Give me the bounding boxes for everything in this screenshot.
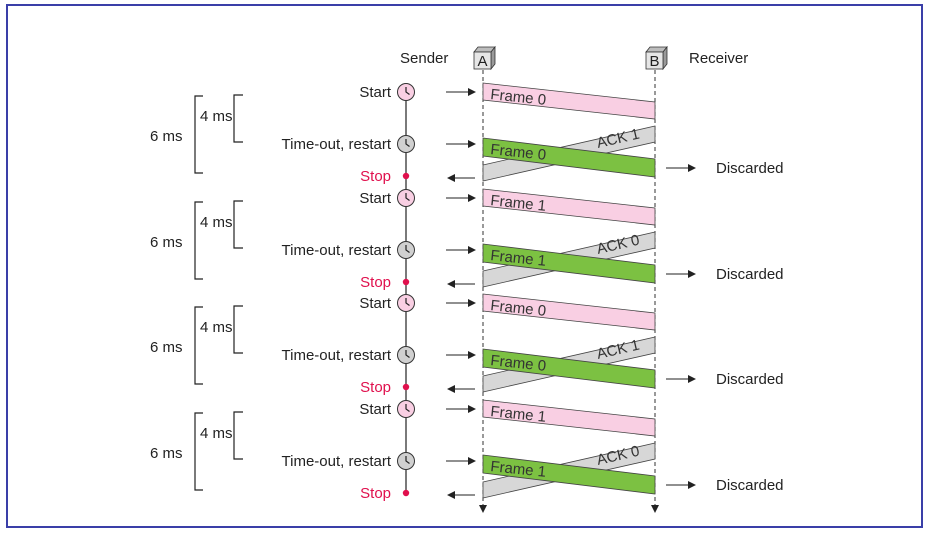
- frame-original-label: Frame 1: [490, 192, 547, 215]
- inner-bracket: [233, 200, 243, 249]
- stop-dot: [402, 172, 410, 180]
- stop-label: Stop: [360, 168, 391, 185]
- inner-interval-label: 4 ms: [200, 319, 233, 336]
- start-label: Start: [359, 295, 392, 312]
- frame-resent-band: [482, 243, 656, 284]
- frame-original-band: [482, 293, 656, 331]
- outer-interval-label: 6 ms: [150, 339, 183, 356]
- station-a-label: A: [477, 53, 487, 70]
- inner-bracket: [233, 305, 243, 354]
- frame-resent-label: Frame 0: [490, 141, 547, 164]
- discarded-label: Discarded: [716, 160, 784, 177]
- sender-label: Sender: [400, 50, 448, 67]
- frame-original-label: Frame 0: [490, 297, 547, 320]
- stop-dot: [402, 278, 410, 286]
- start-clock-icon-hands: [405, 87, 410, 95]
- frame-resent-label: Frame 0: [490, 352, 547, 375]
- inner-bracket: [233, 411, 243, 460]
- discarded-label: Discarded: [716, 371, 784, 388]
- stop-label: Stop: [360, 485, 391, 502]
- discarded-label: Discarded: [716, 477, 784, 494]
- outer-bracket: [194, 306, 203, 385]
- station-b-box: B: [645, 45, 668, 71]
- frame-resent-band: [482, 137, 656, 178]
- frame-original-label: Frame 1: [490, 403, 547, 426]
- timeout-label: Time-out, restart: [282, 453, 392, 470]
- start-label: Start: [359, 190, 392, 207]
- inner-interval-label: 4 ms: [200, 214, 233, 231]
- stop-dot: [402, 383, 410, 391]
- figure-border: [6, 4, 923, 528]
- inner-bracket: [233, 94, 243, 143]
- frame-resent-band: [482, 348, 656, 389]
- frame-original-band: [482, 188, 656, 226]
- timeout-label: Time-out, restart: [282, 136, 392, 153]
- outer-interval-label: 6 ms: [150, 445, 183, 462]
- start-clock-icon-hands: [405, 193, 410, 201]
- start-clock-icon-hands: [405, 298, 410, 306]
- outer-bracket: [194, 201, 203, 280]
- start-label: Start: [359, 84, 392, 101]
- outer-bracket: [194, 412, 203, 491]
- start-label: Start: [359, 401, 392, 418]
- timeout-clock-icon-hands: [405, 350, 410, 358]
- timeout-label: Time-out, restart: [282, 347, 392, 364]
- timeout-clock-icon-hands: [405, 456, 410, 464]
- frame-original-band: [482, 82, 656, 120]
- timeout-label: Time-out, restart: [282, 242, 392, 259]
- stop-dot: [402, 489, 410, 497]
- start-clock-icon-hands: [405, 404, 410, 412]
- inner-interval-label: 4 ms: [200, 108, 233, 125]
- outer-bracket: [194, 95, 203, 174]
- frame-resent-band: [482, 454, 656, 495]
- frame-resent-label: Frame 1: [490, 458, 547, 481]
- inner-interval-label: 4 ms: [200, 425, 233, 442]
- stop-label: Stop: [360, 274, 391, 291]
- frame-resent-label: Frame 1: [490, 247, 547, 270]
- discarded-label: Discarded: [716, 266, 784, 283]
- stop-label: Stop: [360, 379, 391, 396]
- frame-original-band: [482, 399, 656, 437]
- timeout-clock-icon-hands: [405, 139, 410, 147]
- outer-interval-label: 6 ms: [150, 234, 183, 251]
- station-b-label: B: [649, 53, 659, 70]
- receiver-label: Receiver: [689, 50, 748, 67]
- timeout-clock-icon-hands: [405, 245, 410, 253]
- outer-interval-label: 6 ms: [150, 128, 183, 145]
- frame-original-label: Frame 0: [490, 86, 547, 109]
- station-a-box: A: [473, 45, 496, 71]
